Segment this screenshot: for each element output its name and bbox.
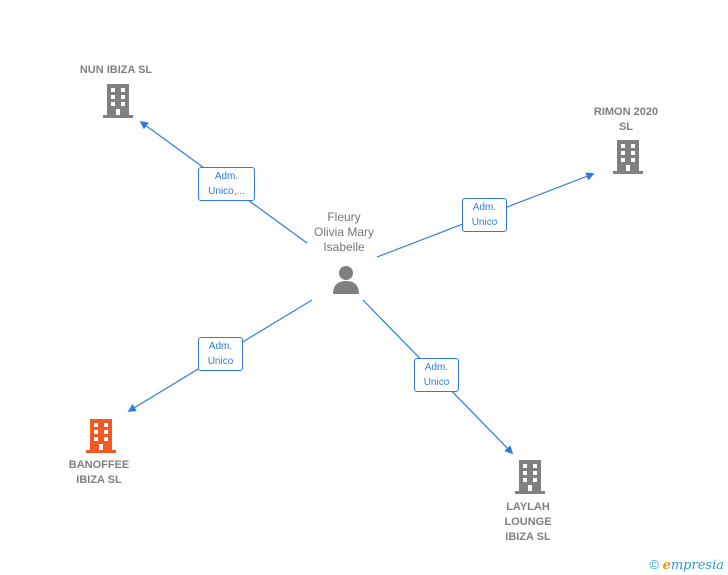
company-label-laylah[interactable]: LAYLAH LOUNGE IBIZA SL bbox=[478, 500, 578, 545]
company-name-line: LOUNGE bbox=[504, 516, 552, 528]
building-icon[interactable] bbox=[86, 419, 116, 453]
company-label-banoffee[interactable]: BANOFFEE IBIZA SL bbox=[49, 458, 149, 488]
company-name-line: SL bbox=[618, 121, 634, 133]
relation-line: Unico bbox=[423, 377, 450, 388]
relation-line: Adm. bbox=[424, 362, 449, 373]
relation-line: Unico,... bbox=[208, 186, 245, 197]
company-label-rimon[interactable]: RIMON 2020 SL bbox=[576, 105, 676, 135]
relation-label-rimon[interactable]: Adm. Unico bbox=[462, 198, 507, 232]
relation-line: Unico bbox=[471, 217, 498, 228]
company-name-line: NUN IBIZA SL bbox=[79, 64, 153, 76]
person-icon[interactable] bbox=[331, 264, 361, 294]
brand-rest: mpresia bbox=[670, 558, 724, 573]
relation-label-laylah[interactable]: Adm. Unico bbox=[414, 358, 459, 392]
brand-initial: e bbox=[662, 558, 671, 573]
person-name-line: Fleury bbox=[327, 210, 361, 224]
relation-line: Adm. bbox=[214, 171, 239, 182]
relation-label-banoffee[interactable]: Adm. Unico bbox=[198, 337, 243, 371]
relation-label-nun[interactable]: Adm. Unico,... bbox=[198, 167, 255, 201]
building-icon[interactable] bbox=[515, 460, 545, 494]
building-icon[interactable] bbox=[613, 140, 643, 174]
person-name-line: Olivia Mary bbox=[313, 225, 374, 239]
building-icon[interactable] bbox=[103, 84, 133, 118]
relation-line: Adm. bbox=[208, 341, 233, 352]
company-name-line: IBIZA SL bbox=[76, 474, 122, 486]
copyright-symbol: © bbox=[649, 557, 659, 572]
company-name-line: LAYLAH bbox=[506, 501, 550, 513]
footer-brand: © empresia bbox=[649, 557, 724, 573]
company-name-line: RIMON 2020 bbox=[593, 106, 659, 118]
relation-line: Unico bbox=[207, 356, 234, 367]
company-name-line: BANOFFEE bbox=[68, 459, 130, 471]
person-name[interactable]: Fleury Olivia Mary Isabelle bbox=[300, 210, 388, 255]
person-name-line: Isabelle bbox=[323, 240, 365, 254]
empresia-logo: empresia bbox=[663, 558, 724, 573]
relation-line: Adm. bbox=[472, 202, 497, 213]
company-label-nun[interactable]: NUN IBIZA SL bbox=[66, 63, 166, 78]
company-name-line: IBIZA SL bbox=[505, 531, 551, 543]
